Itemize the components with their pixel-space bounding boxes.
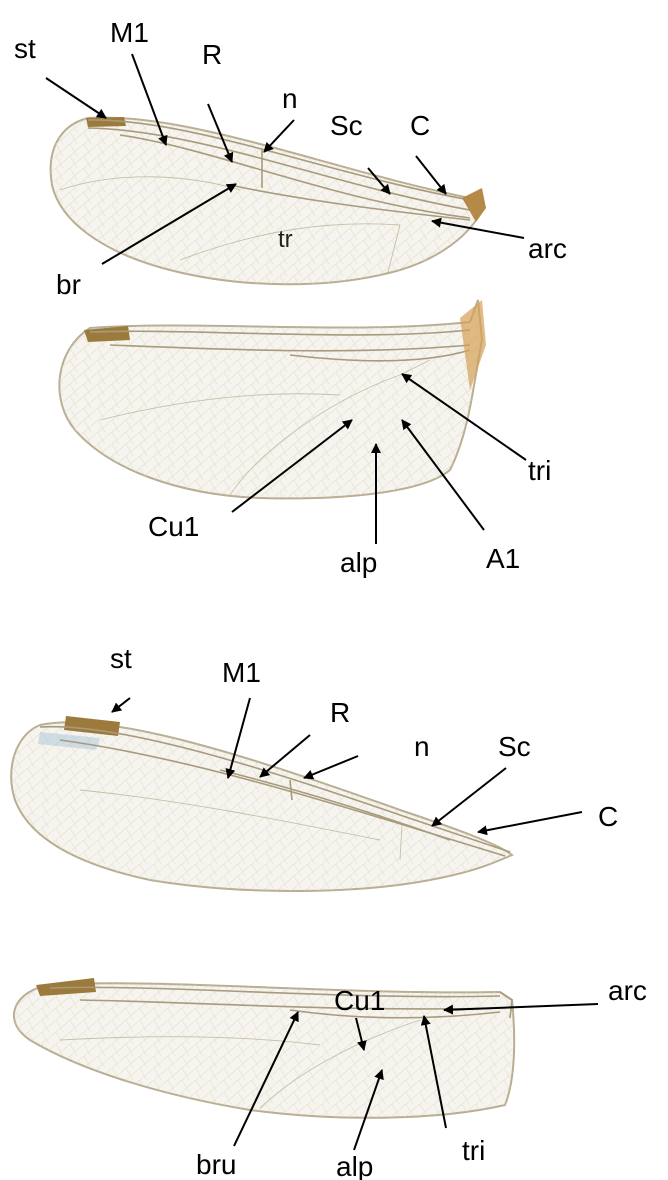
label-c: C [410, 110, 430, 141]
label-arc-2: arc [608, 975, 647, 1006]
label-cu1: Cu1 [148, 511, 199, 542]
panel1-forewing-pterostigma [86, 117, 126, 127]
label-sc: Sc [330, 110, 363, 141]
label-m1-2: M1 [222, 657, 261, 688]
label-n-2: n [414, 731, 430, 762]
label-sc-2: Sc [498, 731, 531, 762]
label-tri: tri [528, 455, 551, 486]
label-st-2: st [110, 643, 132, 674]
label-br: br [56, 269, 81, 300]
label-m1: M1 [110, 17, 149, 48]
panel2-forewing [11, 716, 512, 891]
label-a1: A1 [486, 543, 520, 574]
arrow-st-2 [112, 698, 130, 712]
arrow-c-2 [478, 812, 582, 832]
arrow-n [264, 120, 294, 152]
label-n: n [282, 83, 298, 114]
label-c-2: C [598, 801, 618, 832]
label-st: st [14, 33, 36, 64]
label-r-2: R [330, 697, 350, 728]
label-alp: alp [340, 547, 377, 578]
label-tri-2: tri [462, 1135, 485, 1166]
label-cu1-2: Cu1 [334, 985, 385, 1016]
label-r: R [202, 39, 222, 70]
arrow-st [46, 78, 106, 118]
label-tr: tr [278, 226, 293, 253]
panel1-hindwing [59, 300, 486, 498]
label-alp-2: alp [336, 1151, 373, 1180]
label-arc: arc [528, 233, 567, 264]
label-bru: bru [196, 1149, 236, 1180]
arrow-n-2 [304, 756, 358, 778]
arrow-sc-2 [432, 768, 506, 826]
panel1-forewing [51, 117, 486, 284]
